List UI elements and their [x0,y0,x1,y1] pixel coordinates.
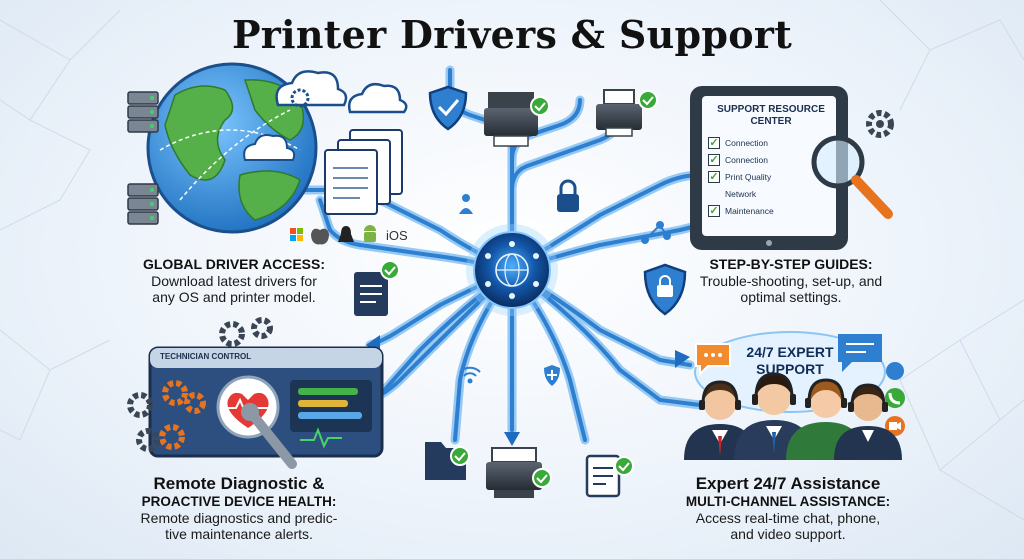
check-icon [638,90,658,110]
document-icon [324,129,403,215]
check-icon [450,446,470,466]
android-icon [364,225,376,242]
shield-icon [428,85,468,131]
globe-icon [146,62,318,234]
gear-icon [866,110,894,138]
checkbox-checked-icon: ✓ [708,170,720,183]
agent [834,383,902,460]
checklist-item: ✓ Connection [708,134,798,151]
checklist-item: ✓ Maintenance [708,202,798,219]
shield-plus-icon [544,365,560,386]
document-icon [585,454,621,498]
headset-icon [752,372,796,405]
apple-icon [311,228,329,245]
checklist-item-label: Connection [725,137,769,148]
network-nodes-icon [641,221,671,244]
checkbox-spacer [708,188,720,200]
wrench-icon [241,403,297,469]
checklist-item: ✓ Connection [708,151,798,168]
printer-icon [596,89,642,137]
gear-icon [127,317,273,452]
checklist-item-label: Connection [725,154,769,165]
expert-assistance-section: Expert 24/7 Assistance MULTI-CHANNEL ASS… [660,474,916,543]
windows-icon [290,228,303,241]
technician-control-label: TECHNICIAN CONTROL [160,352,252,361]
cloud-icon [243,134,296,161]
remote-diagnostic-section: Remote Diagnostic & PROACTIVE DEVICE HEA… [116,474,362,543]
expert-support-badge: 24/7 EXPERT SUPPORT [746,344,834,377]
checklist-item-label: Network [725,188,757,199]
users-icon [459,194,473,214]
wifi-icon [459,366,481,384]
os-icons [290,225,376,245]
chat-icon [695,343,731,377]
tablet-icon [690,86,848,250]
printer-icon [484,92,538,147]
guides-heading: STEP-BY-STEP GUIDES: [709,256,873,272]
printer-icon [486,447,542,498]
agent [734,372,814,460]
cloud-icon [348,83,408,114]
chat-icon [838,334,882,372]
background-network [0,0,1024,521]
lock-icon [557,179,579,212]
checkbox-checked-icon: ✓ [708,136,720,149]
check-icon [532,468,552,488]
global-driver-section: GLOBAL DRIVER ACCESS: Download latest dr… [124,256,344,306]
chat-icon [886,362,904,380]
arrow-right-icon [675,350,690,368]
linux-icon [338,226,354,242]
remote-heading: Remote Diagnostic & [153,474,325,493]
headset-icon [805,378,847,408]
headset-icon [848,383,888,412]
checklist-item: ✓ Print Quality [708,168,798,185]
checklist-item-label: Maintenance [725,205,774,216]
check-icon [614,456,634,476]
document-icon [354,272,388,316]
cloud-gear-icon [275,70,348,108]
check-icon [380,260,400,280]
server-icon [127,91,159,225]
global-heading: GLOBAL DRIVER ACCESS: [142,256,325,272]
magnifier-icon [811,135,893,219]
expert-heading: Expert 24/7 Assistance [695,474,881,493]
support-agents [684,372,902,460]
ios-label: iOS [386,228,408,243]
headset-icon [699,380,741,410]
checkbox-checked-icon: ✓ [708,204,720,217]
shield-lock-icon [643,263,687,316]
check-icon [530,96,550,116]
tablet-title: SUPPORT RESOURCE CENTER [717,104,825,127]
network-hub-icon [466,224,558,316]
page-title: Printer Drivers & Support [231,12,793,57]
video-icon [885,416,905,436]
checklist-item: Network [708,185,798,202]
guides-section: STEP-BY-STEP GUIDES: Trouble-shooting, s… [676,256,906,306]
checklist-item-label: Print Quality [725,171,772,182]
check-badges [380,90,658,488]
arrow-down-icon [504,432,520,446]
checkbox-checked-icon: ✓ [708,153,720,166]
phone-icon [885,388,905,408]
gear-icon [159,380,206,450]
